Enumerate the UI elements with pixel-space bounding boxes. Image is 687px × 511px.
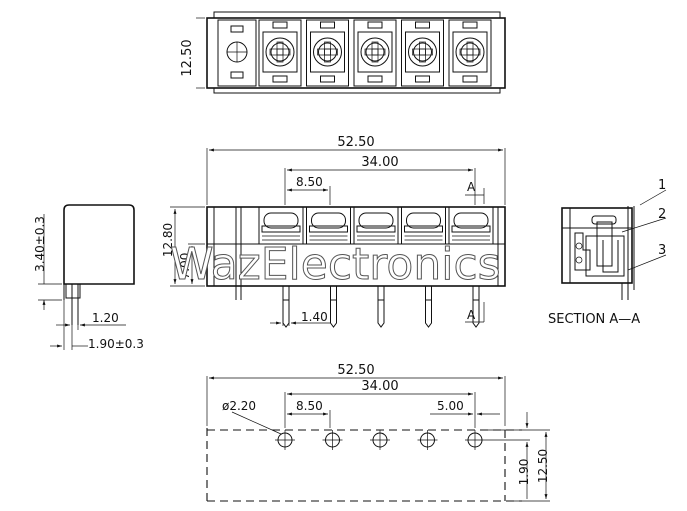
top-terminal-cell: [353, 19, 397, 87]
front-terminal-plate: [451, 225, 491, 233]
top-terminal-tab: [272, 75, 288, 83]
footprint-view: 52.50 34.00 8.50 5.00 ø2.20 1.90 12.50: [206, 363, 550, 502]
side-offset-dim: 1.90±0.3: [88, 337, 144, 351]
top-terminal-tab: [415, 75, 430, 83]
side-view: 3.40±0.3 1.20 1.90±0.3: [33, 204, 144, 351]
top-screw-plate: [310, 31, 345, 73]
side-height-dim: 3.40±0.3: [33, 216, 47, 272]
top-terminal-cell: [401, 19, 444, 87]
top-screw-slot: [317, 48, 338, 56]
top-screw-ring: [318, 42, 337, 62]
front-terminal-plate: [356, 225, 396, 233]
top-terminal-tab: [367, 21, 383, 29]
fp-pin-span: 34.00: [361, 379, 398, 394]
top-screw-center: [371, 48, 379, 56]
front-pin-shoulder: [425, 285, 432, 301]
front-screw-slot: [263, 212, 299, 229]
front-screw-slot: [406, 212, 441, 229]
top-screw-slot: [371, 41, 379, 63]
top-terminal-tab: [320, 75, 335, 83]
front-pin: [377, 300, 385, 328]
top-screw-center: [466, 48, 474, 56]
front-overall-width: 52.50: [337, 135, 374, 150]
front-terminal-plate: [261, 225, 301, 233]
callout-2: 2: [658, 207, 666, 222]
front-pin-width: 1.40: [301, 310, 328, 324]
fp-hole-offset: 1.90: [517, 459, 531, 486]
fp-hole-dia: ø2.20: [222, 399, 256, 413]
top-height-dim: 12.50: [180, 39, 195, 76]
top-screw-head: [313, 37, 342, 67]
front-pin-shoulder: [377, 285, 385, 301]
front-view: 52.50 34.00 8.50 A A 12.80 7.00 1.40: [161, 135, 506, 328]
top-screw-slot: [324, 41, 331, 63]
section-caption: SECTION A—A: [548, 312, 640, 327]
top-terminal-tab: [462, 21, 478, 29]
front-body-dim: 7.00: [178, 253, 192, 280]
top-screw-slot: [364, 48, 386, 56]
top-screw-slot: [276, 41, 284, 63]
top-screw-center: [419, 48, 426, 56]
front-screw-slot: [453, 212, 489, 229]
top-screw-head: [360, 37, 390, 67]
top-screw-plate: [262, 31, 298, 73]
top-screw-ring: [365, 42, 385, 62]
section-mark-top: A: [467, 180, 476, 194]
front-screw-slot: [311, 212, 346, 229]
top-screw-slot: [412, 48, 433, 56]
watermark: WazElectronics: [170, 239, 501, 290]
top-screw-slot: [419, 41, 426, 63]
front-pin-shoulder: [330, 285, 337, 301]
fp-end-pitch: 5.00: [437, 399, 464, 413]
top-screw-ring: [460, 42, 480, 62]
top-terminal-tab: [367, 75, 383, 83]
fp-overall-width: 52.50: [337, 363, 374, 378]
top-screw-slot: [459, 48, 481, 56]
top-screw-center: [276, 48, 284, 56]
top-screw-plate: [452, 31, 488, 73]
top-screw-ring: [270, 42, 290, 62]
front-height-dim: 12.80: [161, 223, 175, 257]
front-screw-slot: [358, 212, 394, 229]
top-terminal-cell: [448, 19, 492, 87]
top-terminal-cell: [306, 19, 349, 87]
top-screw-ring: [413, 42, 432, 62]
top-screw-slot: [466, 41, 474, 63]
top-screw-head: [408, 37, 437, 67]
section-view: 1 2 3 SECTION A—A: [548, 178, 666, 327]
fp-pitch: 8.50: [296, 399, 323, 413]
top-screw-plate: [405, 31, 440, 73]
front-terminal-plate: [404, 225, 443, 233]
side-pin-dim: 1.20: [92, 311, 119, 325]
callout-1: 1: [658, 178, 666, 193]
top-screw-slot: [269, 48, 291, 56]
top-terminal-tab: [415, 21, 430, 29]
top-terminal-tab: [462, 75, 478, 83]
front-pin-span: 34.00: [361, 155, 398, 170]
top-terminal-cell: [258, 19, 302, 87]
section-mark-bottom: A: [467, 308, 476, 322]
front-pin: [330, 300, 337, 328]
front-pitch: 8.50: [296, 175, 323, 189]
fp-depth: 12.50: [536, 449, 550, 483]
top-screw-head: [455, 37, 485, 67]
front-terminal-plate: [309, 225, 348, 233]
front-pin: [472, 300, 480, 328]
front-pin-shoulder: [472, 285, 480, 301]
top-screw-plate: [357, 31, 393, 73]
top-screw-center: [324, 48, 331, 56]
top-view: 12.50: [180, 11, 506, 94]
top-terminal-tab: [320, 21, 335, 29]
front-pin-shoulder: [282, 285, 290, 301]
top-screw-head: [265, 37, 295, 67]
top-terminal-tab: [272, 21, 288, 29]
callout-3: 3: [658, 243, 666, 258]
front-pin: [425, 300, 432, 328]
front-pin: [282, 300, 290, 328]
